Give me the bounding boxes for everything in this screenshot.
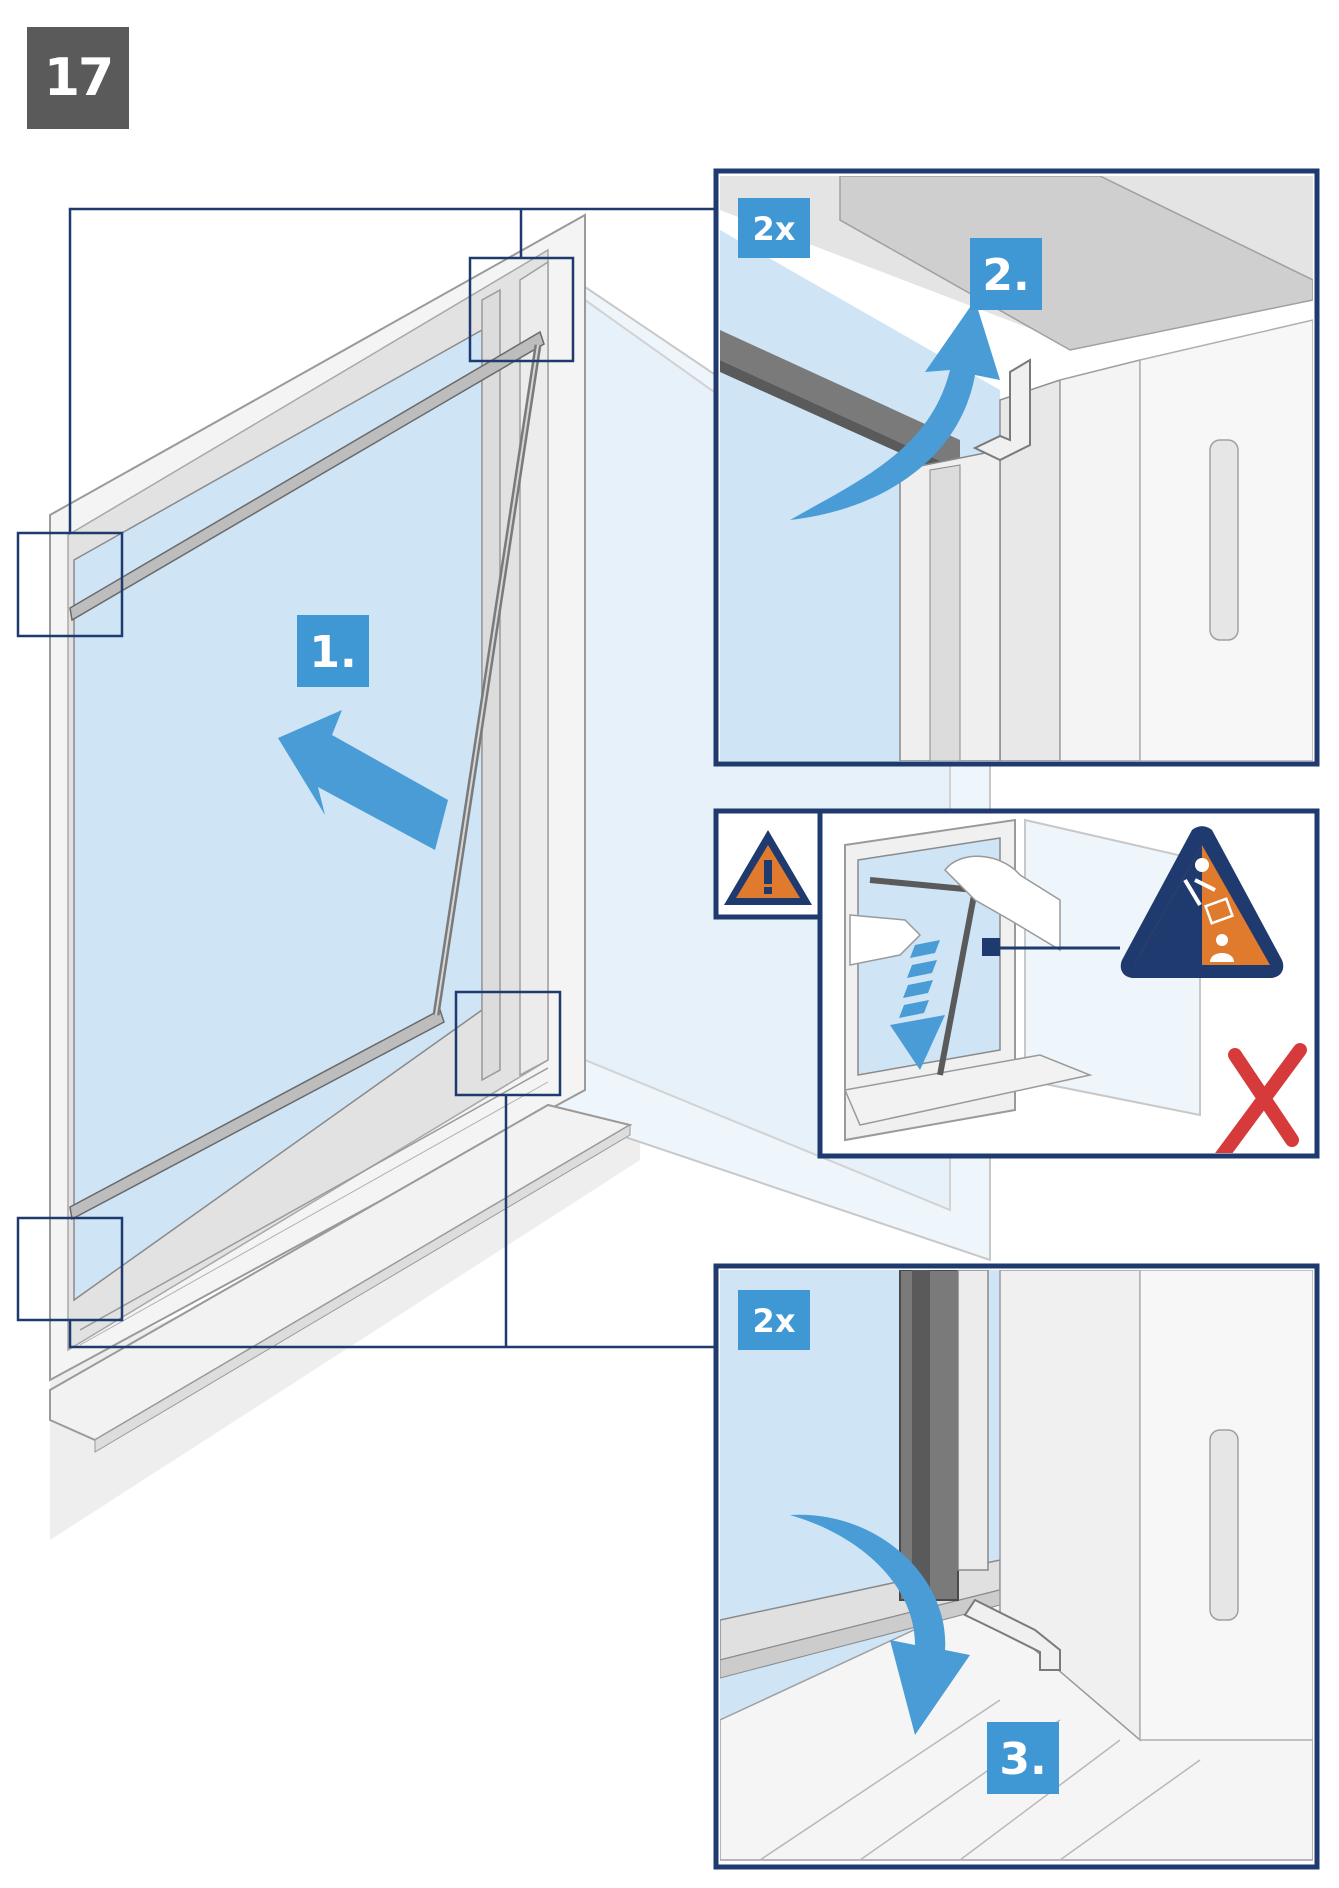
warning-panel (713, 808, 1320, 1159)
leader-lines (68, 207, 720, 1349)
detail-panel-top: 2x 2. (713, 168, 1320, 767)
step-number-badge: 17 (27, 27, 129, 129)
detail-boxes (16, 256, 575, 1322)
warning-triangle-icon (724, 830, 812, 905)
red-cross-icon (1215, 1043, 1307, 1153)
curved-arrow-down-icon (790, 1514, 970, 1735)
arrow-left-icon (278, 710, 448, 850)
frame-post (481, 288, 501, 1082)
step1-label-box (297, 615, 369, 687)
frame-post-2 (519, 260, 549, 1077)
screen-top-bar (69, 330, 545, 622)
step3-label: 3. (999, 1734, 1046, 1785)
count-top-label: 2x (753, 210, 796, 248)
falling-object-hazard-icon (1120, 826, 1284, 978)
curved-arrow-up-icon (790, 300, 1000, 520)
count-bottom-label: 2x (753, 1302, 796, 1340)
detail-panel-bottom: 2x 3. (713, 1263, 1320, 1870)
screen-bottom-bar (69, 1008, 445, 1221)
step2-label: 2. (982, 250, 1029, 301)
step1-label: 1. (309, 627, 356, 678)
wall-shadow (50, 1120, 640, 1540)
